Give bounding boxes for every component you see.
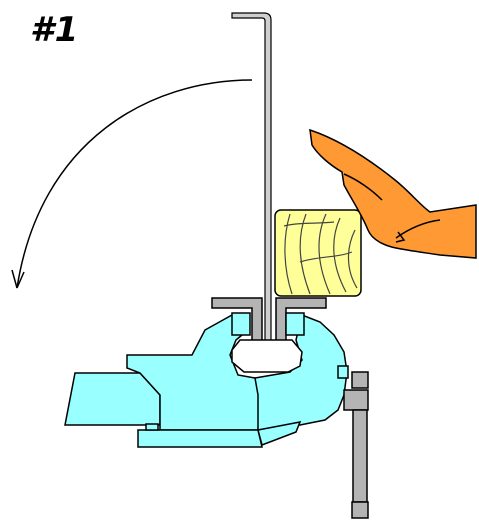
hand-icon [309, 128, 477, 259]
step-label: #1 [30, 10, 80, 50]
bench-vise-icon [64, 297, 349, 448]
l-rod-icon [231, 12, 272, 346]
wood-block-icon [274, 209, 362, 297]
vise-handle-icon [343, 371, 369, 519]
curved-arrow-icon [11, 79, 253, 289]
